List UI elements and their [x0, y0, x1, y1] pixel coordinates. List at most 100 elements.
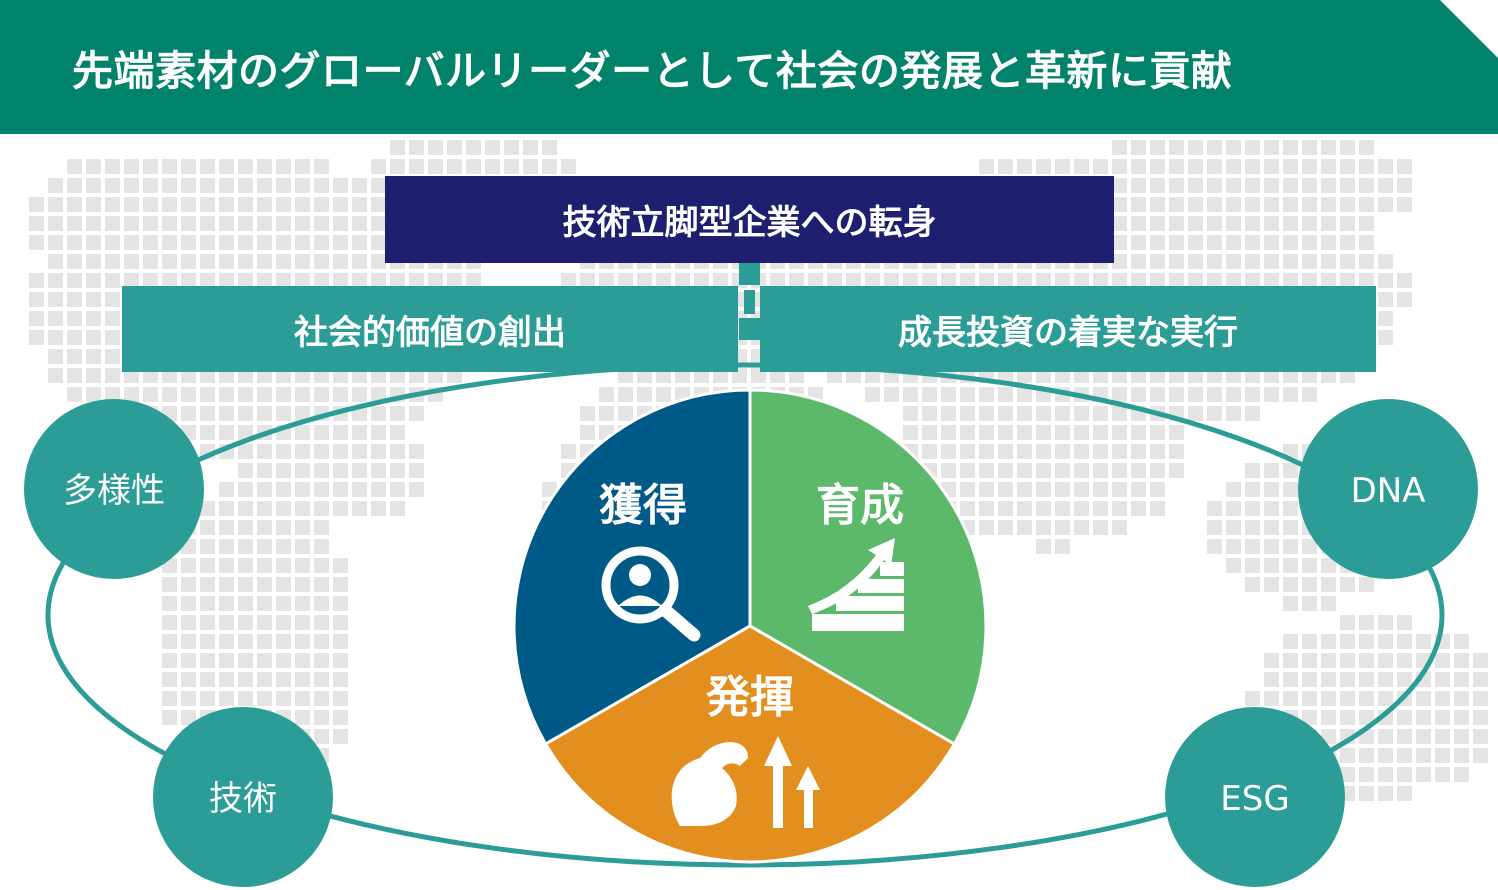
map-cell	[314, 482, 329, 497]
map-cell	[1340, 235, 1355, 250]
map-cell	[162, 273, 177, 288]
map-cell	[1207, 197, 1222, 212]
map-cell	[143, 235, 158, 250]
map-cell	[1321, 197, 1336, 212]
map-cell	[1302, 254, 1317, 269]
map-cell	[1245, 539, 1260, 554]
map-cell	[1359, 235, 1374, 250]
map-cell	[257, 444, 272, 459]
map-cell	[48, 349, 63, 364]
map-cell	[219, 596, 234, 611]
map-cell	[1264, 539, 1279, 554]
map-cell	[219, 406, 234, 421]
map-cell	[314, 254, 329, 269]
map-cell	[1321, 577, 1336, 592]
map-cell	[1397, 653, 1412, 668]
map-cell	[1454, 691, 1469, 706]
map-cell	[1359, 178, 1374, 193]
map-cell	[865, 387, 880, 402]
map-cell	[181, 159, 196, 174]
map-cell	[941, 444, 956, 459]
map-cell	[1074, 482, 1089, 497]
map-cell	[1302, 710, 1317, 725]
growth-investment-label: 成長投資の着実な実行	[898, 312, 1238, 353]
map-cell	[257, 178, 272, 193]
map-cell	[238, 634, 253, 649]
map-cell	[181, 691, 196, 706]
map-cell	[1264, 273, 1279, 288]
map-cell	[1340, 159, 1355, 174]
map-cell	[295, 672, 310, 687]
map-cell	[352, 482, 367, 497]
map-cell	[314, 216, 329, 231]
map-cell	[1112, 387, 1127, 402]
map-cell	[922, 406, 937, 421]
map-cell	[1188, 273, 1203, 288]
map-cell	[238, 653, 253, 668]
map-cell	[561, 273, 576, 288]
map-cell	[1245, 406, 1260, 421]
map-cell	[1036, 444, 1051, 459]
map-cell	[219, 235, 234, 250]
map-cell	[580, 406, 595, 421]
map-cell	[1340, 634, 1355, 649]
map-cell	[979, 159, 994, 174]
map-cell	[314, 729, 329, 744]
map-cell	[409, 463, 424, 478]
map-cell	[1283, 558, 1298, 573]
map-cell	[181, 387, 196, 402]
map-cell	[1283, 501, 1298, 516]
map-cell	[276, 482, 291, 497]
map-cell	[124, 387, 139, 402]
map-cell	[295, 387, 310, 402]
map-cell	[200, 178, 215, 193]
map-cell	[1112, 159, 1127, 174]
map-cell	[86, 387, 101, 402]
growth-investment-box: 成長投資の着実な実行	[760, 286, 1376, 372]
map-cell	[1283, 634, 1298, 649]
map-cell	[1264, 178, 1279, 193]
map-cell	[295, 558, 310, 573]
map-cell	[1207, 520, 1222, 535]
map-cell	[1131, 197, 1146, 212]
map-cell	[1169, 235, 1184, 250]
map-cell	[390, 463, 405, 478]
map-cell	[257, 539, 272, 554]
connector-line	[744, 290, 755, 314]
map-cell	[542, 140, 557, 155]
map-cell	[295, 615, 310, 630]
map-cell	[1036, 482, 1051, 497]
map-cell	[162, 672, 177, 687]
map-cell	[295, 577, 310, 592]
map-cell	[1226, 197, 1241, 212]
map-cell	[238, 387, 253, 402]
map-cell	[1093, 444, 1108, 459]
map-cell	[333, 691, 348, 706]
map-cell	[979, 501, 994, 516]
map-cell	[1169, 216, 1184, 231]
map-cell	[219, 197, 234, 212]
map-cell	[1264, 482, 1279, 497]
map-cell	[257, 501, 272, 516]
map-cell	[162, 387, 177, 402]
map-cell	[162, 197, 177, 212]
map-cell	[48, 197, 63, 212]
map-cell	[1112, 501, 1127, 516]
map-cell	[1036, 406, 1051, 421]
map-cell	[314, 444, 329, 459]
map-cell	[295, 539, 310, 554]
map-cell	[1055, 539, 1070, 554]
map-cell	[238, 425, 253, 440]
map-cell	[960, 463, 975, 478]
map-cell	[86, 197, 101, 212]
map-cell	[219, 387, 234, 402]
map-cell	[314, 425, 329, 440]
map-cell	[1378, 691, 1393, 706]
map-cell	[162, 159, 177, 174]
cycle-ring	[45, 362, 1445, 868]
map-cell	[1188, 406, 1203, 421]
map-cell	[314, 463, 329, 478]
map-cell	[333, 558, 348, 573]
map-cell	[637, 387, 652, 402]
map-cell	[1283, 482, 1298, 497]
